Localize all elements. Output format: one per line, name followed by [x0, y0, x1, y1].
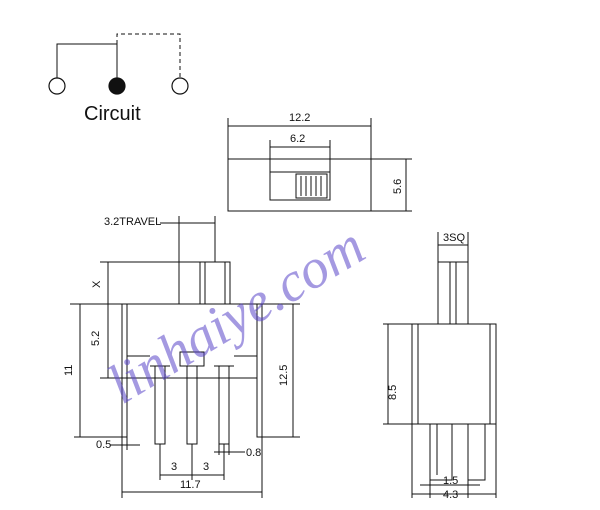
dim-side-height: 8.5 — [387, 385, 399, 400]
dim-top-height: 5.6 — [392, 179, 404, 194]
dim-x: X — [91, 280, 103, 288]
dim-height-11: 11 — [63, 365, 75, 376]
dim-top-slot-width: 6.2 — [290, 133, 305, 145]
dim-body-width: 11.7 — [180, 479, 201, 491]
circuit-symbol: Circuit — [48, 33, 189, 125]
dim-pin-pitch-left: 3 — [171, 461, 177, 473]
circuit-label: Circuit — [84, 103, 141, 125]
dim-knob-sq: 3SQ — [443, 232, 465, 244]
dim-pin-pitch-right: 3 — [203, 461, 209, 473]
circuit-terminal-right — [171, 77, 189, 95]
side-view: 3SQ 8.5 1.5 4.3 — [383, 232, 497, 501]
watermark-text: linhaiye.com — [97, 215, 376, 416]
dim-side-width: 4.3 — [443, 489, 458, 501]
front-view: 3.2TRAVEL X 5.2 11 12.5 0.5 3 3 — [63, 216, 300, 498]
dim-pin-width: 0.8 — [246, 447, 261, 459]
dim-top-width: 12.2 — [289, 112, 310, 124]
top-view: 12.2 6.2 5.6 — [227, 112, 412, 212]
circuit-terminal-left — [48, 77, 66, 95]
dim-travel: 3.2TRAVEL — [104, 216, 161, 228]
dim-height-52: 5.2 — [90, 331, 102, 346]
circuit-terminal-common — [108, 77, 126, 95]
dim-height-125: 12.5 — [278, 365, 290, 386]
dim-side-pin: 1.5 — [443, 475, 458, 487]
dim-pin-thickness: 0.5 — [96, 439, 111, 451]
